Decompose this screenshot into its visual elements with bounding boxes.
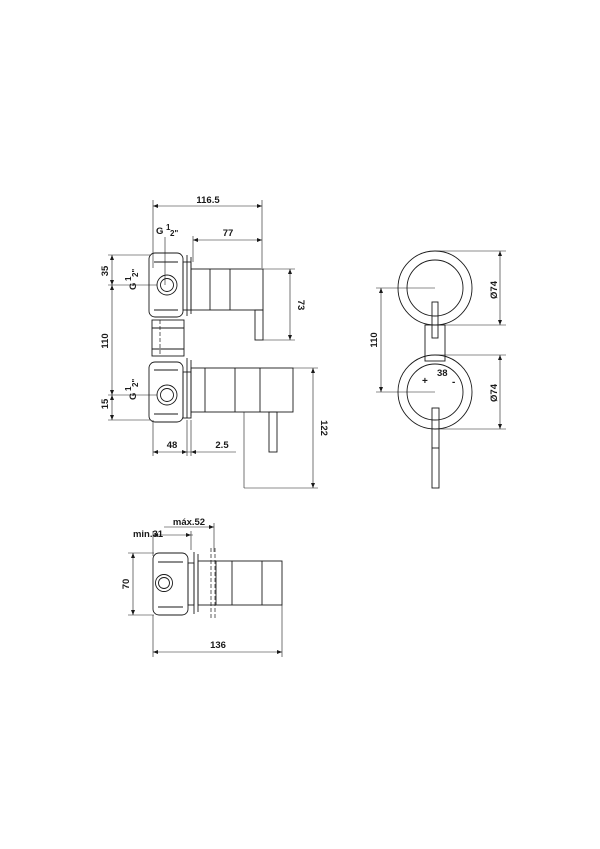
- dim-offset-35: 35: [100, 265, 111, 276]
- dim-body-height-122: 122: [318, 420, 329, 436]
- svg-text:1: 1: [124, 276, 133, 281]
- svg-text:G: G: [128, 393, 139, 400]
- thread-label-top: G 1 2": [156, 223, 178, 238]
- front-view: + 38 - 110 Ø74 Ø74: [369, 250, 506, 489]
- thread-label-side-top: G 1 2": [124, 269, 140, 290]
- dim-max-52: máx.52: [173, 517, 205, 528]
- dim-plate-gap-2-5: 2.5: [215, 440, 229, 451]
- dim-diameter-bottom: Ø74: [489, 383, 500, 402]
- dim-overall-width-136: 136: [210, 640, 226, 651]
- dim-overall-width-upper: 116.5: [196, 195, 220, 206]
- svg-text:G: G: [128, 283, 139, 290]
- svg-text:1: 1: [166, 223, 171, 232]
- thread-label-side-bottom: G 1 2": [124, 379, 140, 400]
- dim-center-110-left: 110: [100, 333, 111, 348]
- svg-text:G: G: [156, 226, 163, 237]
- dim-center-110-front: 110: [369, 332, 380, 347]
- dim-handle-height-73: 73: [295, 300, 306, 311]
- svg-text:2": 2": [170, 229, 178, 238]
- dim-offset-15: 15: [100, 398, 111, 409]
- dim-min-31: min.31: [133, 529, 164, 540]
- side-view-upper: 116.5 G 1 2" 77: [100, 195, 329, 489]
- svg-text:2": 2": [131, 269, 140, 277]
- svg-text:2": 2": [131, 379, 140, 387]
- dim-diameter-top: Ø74: [489, 280, 500, 299]
- plus-sign: +: [422, 376, 428, 387]
- minus-sign: -: [452, 377, 455, 388]
- side-view-lower: min.31 máx.52 70 136: [121, 517, 283, 657]
- temperature-38: 38: [437, 368, 448, 379]
- svg-text:1: 1: [124, 386, 133, 391]
- dim-height-70: 70: [121, 579, 132, 590]
- dim-depth-77: 77: [223, 228, 234, 239]
- dim-body-depth-48: 48: [167, 440, 178, 451]
